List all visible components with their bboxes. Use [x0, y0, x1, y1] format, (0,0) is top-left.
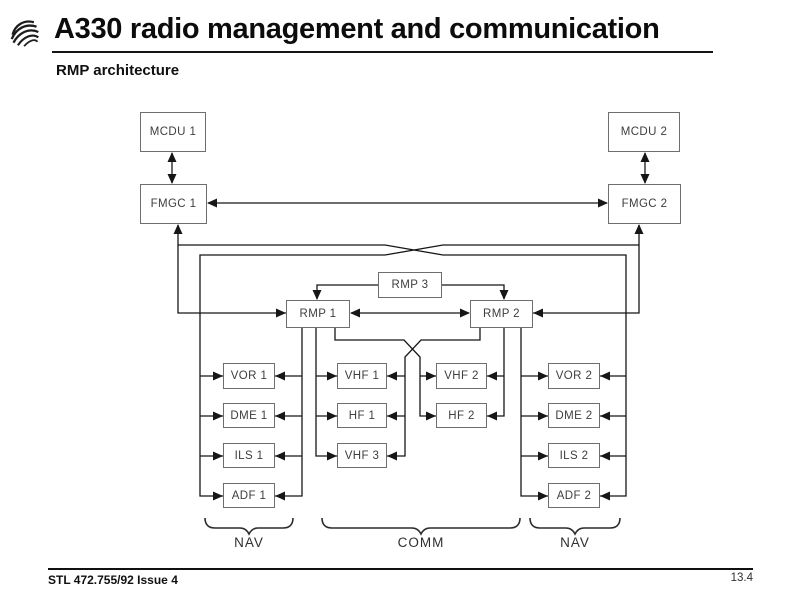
box-hf-1: HF 1 — [337, 403, 387, 428]
footer-divider — [48, 568, 753, 570]
box-ils-2: ILS 2 — [548, 443, 600, 468]
group-label-nav-left: NAV — [234, 535, 264, 550]
box-mcdu-2: MCDU 2 — [608, 112, 680, 152]
group-label-nav-right: NAV — [560, 535, 590, 550]
title-underline — [52, 51, 713, 54]
box-dme-2: DME 2 — [548, 403, 600, 428]
arrowhead-group — [167, 152, 650, 501]
box-rmp-3: RMP 3 — [378, 272, 442, 298]
page-title: A330 radio management and communication — [54, 13, 660, 45]
nav-left-brace — [204, 517, 294, 536]
box-vhf-3: VHF 3 — [337, 443, 387, 468]
box-fmgc-2: FMGC 2 — [608, 184, 681, 224]
group-label-comm: COMM — [397, 535, 445, 550]
brace-group — [204, 517, 621, 536]
slide-subtitle: RMP architecture — [56, 62, 180, 79]
box-ils-1: ILS 1 — [223, 443, 275, 468]
box-mcdu-1: MCDU 1 — [140, 112, 206, 152]
box-adf-2: ADF 2 — [548, 483, 600, 508]
footer-reference: STL 472.755/92 Issue 4 — [48, 573, 178, 587]
box-hf-2: HF 2 — [436, 403, 487, 428]
comm-brace — [321, 517, 521, 536]
aerospatiale-logo-icon — [10, 20, 39, 47]
box-rmp-2: RMP 2 — [470, 300, 533, 328]
box-vor-1: VOR 1 — [223, 363, 275, 389]
box-vhf-1: VHF 1 — [337, 363, 387, 389]
footer-page-number: 13.4 — [730, 572, 753, 584]
box-dme-1: DME 1 — [223, 403, 275, 428]
nav-right-brace — [529, 517, 621, 536]
box-adf-1: ADF 1 — [223, 483, 275, 508]
box-vor-2: VOR 2 — [548, 363, 600, 389]
box-vhf-2: VHF 2 — [436, 363, 487, 389]
box-rmp-1: RMP 1 — [286, 300, 350, 328]
box-fmgc-1: FMGC 1 — [140, 184, 207, 224]
